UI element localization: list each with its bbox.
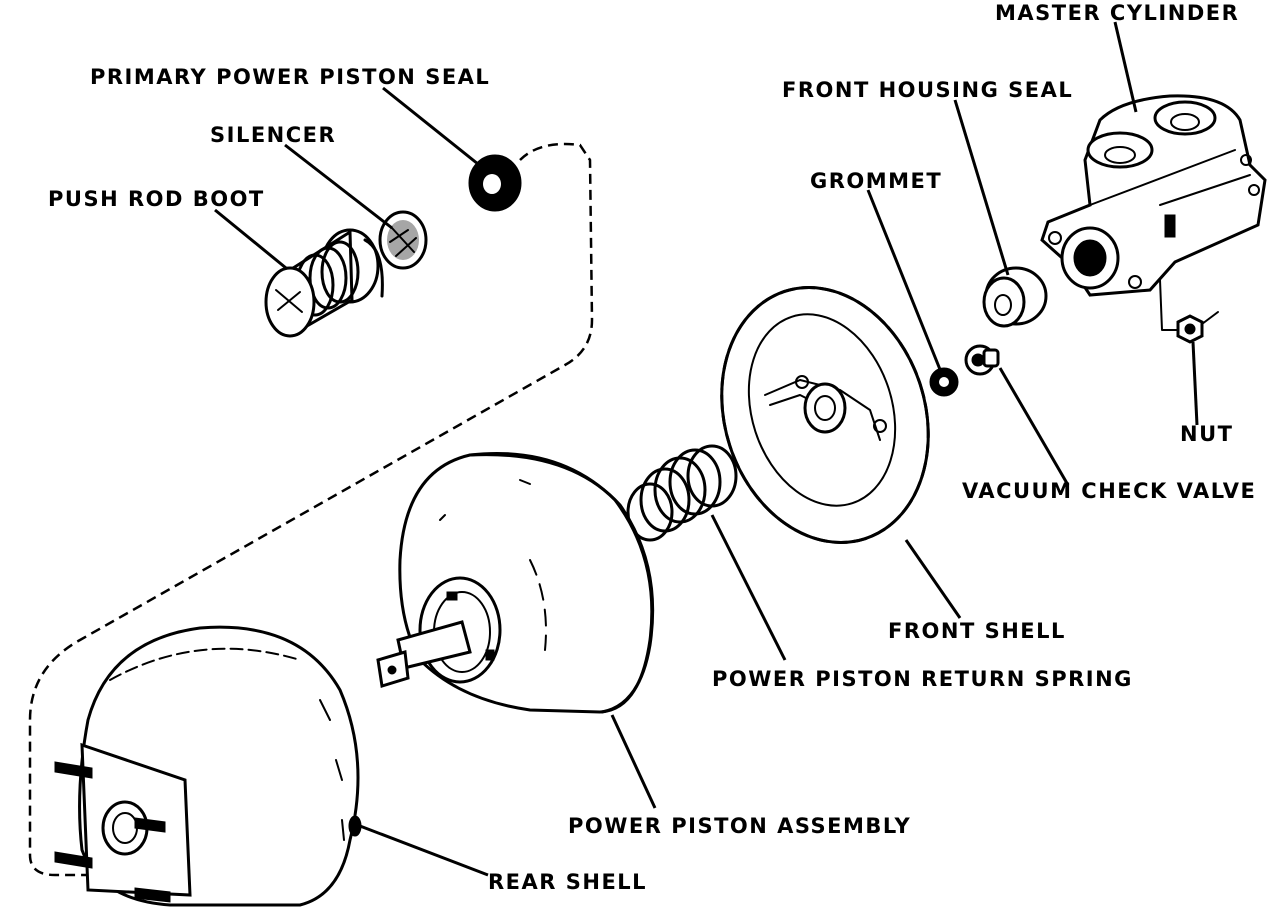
nut-part (1159, 279, 1219, 344)
label-front-shell: FRONT SHELL (888, 619, 1066, 643)
label-push-rod-boot: PUSH ROD BOOT (48, 187, 265, 211)
power-piston-return-spring-part (626, 444, 738, 542)
push-rod-boot-part (264, 228, 384, 338)
vacuum-check-valve-part (964, 344, 1000, 376)
label-master-cylinder: MASTER CYLINDER (995, 1, 1239, 25)
silencer-part (378, 210, 428, 270)
label-rear-shell: REAR SHELL (488, 870, 647, 894)
rear-shell-part (54, 625, 362, 907)
leader-lines (214, 21, 1199, 877)
master-cylinder-part (1040, 94, 1267, 297)
label-silencer: SILENCER (210, 123, 336, 147)
label-grommet: GROMMET (810, 169, 942, 193)
label-vacuum-check-valve: VACUUM CHECK VALVE (962, 479, 1256, 503)
grommet-part (929, 367, 959, 397)
label-front-housing-seal: FRONT HOUSING SEAL (782, 78, 1073, 102)
label-power-piston-return-spring: POWER PISTON RETURN SPRING (712, 667, 1133, 691)
front-housing-seal-part (982, 266, 1048, 328)
label-primary-power-piston-seal: PRIMARY POWER PISTON SEAL (90, 65, 490, 89)
label-power-piston-assembly: POWER PISTON ASSEMBLY (568, 814, 911, 838)
front-shell-part (720, 286, 930, 544)
power-piston-assembly-part (376, 451, 655, 714)
parts-group-outline (28, 142, 594, 877)
label-nut: NUT (1180, 422, 1233, 446)
